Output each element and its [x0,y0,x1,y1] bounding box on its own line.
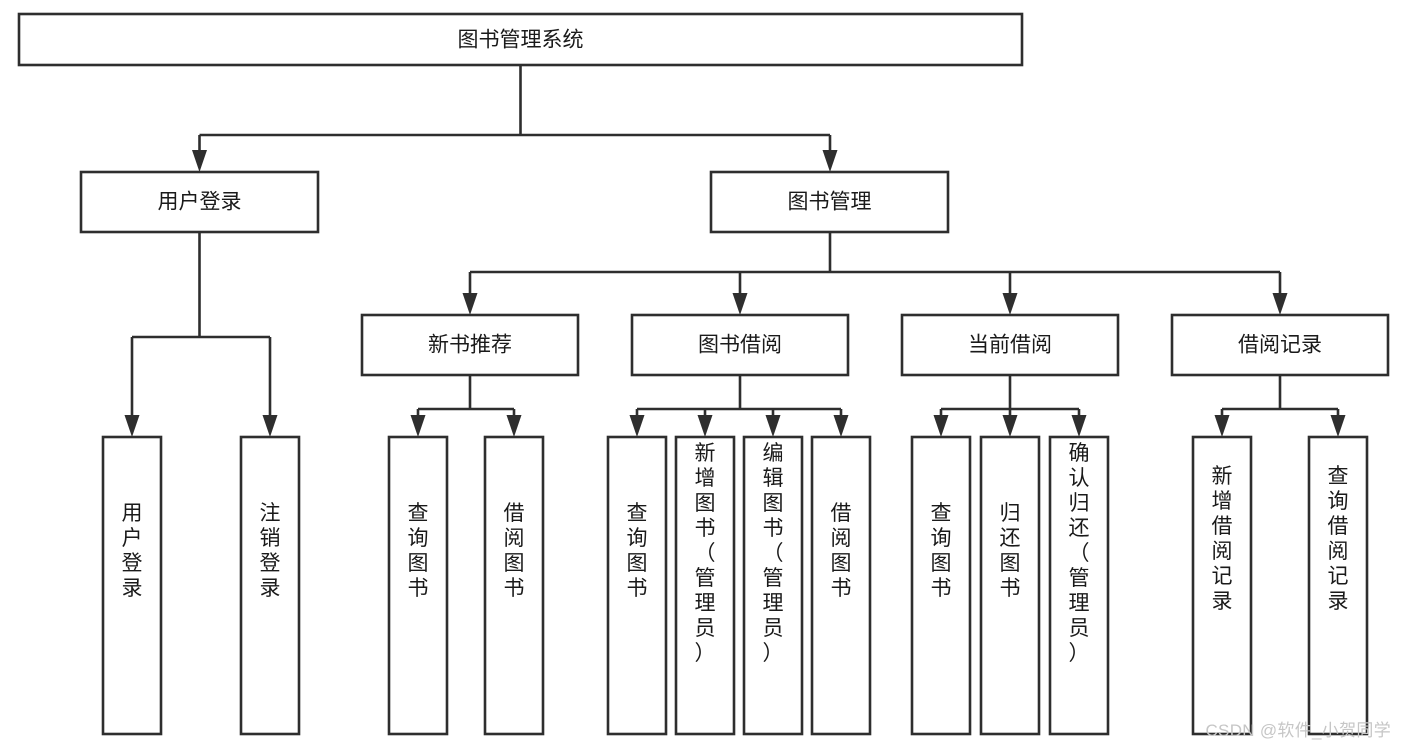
arrow-to-book-borrow [732,293,748,315]
leaf-user-login-label: 用户登录 [122,502,143,600]
arrow-to-borrow-record [1272,293,1288,315]
node-leaf-confirm-return[interactable]: 确认归还（管理员） [1048,435,1110,736]
leaf-borrow-book-1-box[interactable] [483,435,545,736]
arrow-to-current-borrow [1002,293,1018,315]
node-leaf-borrow-book-1[interactable]: 借阅图书 [483,435,545,736]
arrow-leaf-borrow-book-2 [833,415,849,437]
arrow-leaf-user-login [124,415,140,437]
leaf-confirm-return-box[interactable] [1048,435,1110,736]
leaf-query-book-1-box[interactable] [387,435,449,736]
arrow-leaf-confirm-return [1071,415,1087,437]
leaf-edit-book-box[interactable] [742,435,804,736]
leaf-add-book-box[interactable] [674,435,736,736]
new-book-recommend-box[interactable] [360,313,580,377]
leaf-borrow-book-2-box[interactable] [810,435,872,736]
node-leaf-add-book[interactable]: 新增图书（管理员） [674,435,736,736]
leaf-return-book-label: 归还图书 [1000,502,1021,600]
leaf-edit-book-label: 编辑图书（管理员） [763,442,784,665]
leaf-query-book-3-label: 查询图书 [931,502,952,600]
leaf-add-record-label: 新增借阅记录 [1212,465,1233,613]
arrow-leaf-logout-login [262,415,278,437]
node-leaf-query-record[interactable]: 查询借阅记录 [1307,435,1369,736]
arrow-leaf-query-book-3 [933,415,949,437]
leaf-confirm-return-label: 确认归还（管理员） [1069,442,1090,665]
node-current-borrow[interactable]: 当前借阅 [900,313,1120,377]
node-leaf-logout-login[interactable]: 注销登录 [239,435,301,736]
arrow-leaf-query-book-1 [410,415,426,437]
book-management-box[interactable] [709,170,950,234]
csdn-watermark: CSDN @软件_小贺同学 [1205,721,1391,740]
leaf-add-book-label: 新增图书（管理员） [695,442,716,665]
leaf-logout-login-label: 注销登录 [260,502,281,600]
arrow-leaf-query-record [1330,415,1346,437]
leaf-add-record-box[interactable] [1191,435,1253,736]
node-leaf-user-login[interactable]: 用户登录 [101,435,163,736]
arrow-leaf-borrow-book-1 [506,415,522,437]
node-leaf-query-book-1[interactable]: 查询图书 [387,435,449,736]
arrow-leaf-query-book-2 [629,415,645,437]
leaf-user-login-box[interactable] [101,435,163,736]
leaf-query-book-3-box[interactable] [910,435,972,736]
current-borrow-label: 当前借阅 [968,334,1052,357]
node-leaf-borrow-book-2[interactable]: 借阅图书 [810,435,872,736]
leaf-query-book-2-box[interactable] [606,435,668,736]
node-leaf-query-book-2[interactable]: 查询图书 [606,435,668,736]
book-borrow-box[interactable] [630,313,850,377]
node-user-login[interactable]: 用户登录 [79,170,320,234]
node-book-borrow[interactable]: 图书借阅 [630,313,850,377]
node-leaf-add-record[interactable]: 新增借阅记录 [1191,435,1253,736]
arrow-leaf-add-record [1214,415,1230,437]
leaf-logout-login-box[interactable] [239,435,301,736]
node-book-management[interactable]: 图书管理 [709,170,950,234]
arrow-leaf-edit-book [765,415,781,437]
user-login-label: 用户登录 [158,191,242,214]
node-leaf-query-book-3[interactable]: 查询图书 [910,435,972,736]
user-login-box[interactable] [79,170,320,234]
leaf-borrow-book-2-label: 借阅图书 [831,502,852,600]
leaf-query-record-label: 查询借阅记录 [1328,465,1349,613]
arrow-leaf-add-book [697,415,713,437]
leaf-query-book-1-label: 查询图书 [408,502,429,600]
root-system-box[interactable] [17,12,1024,67]
arrow-to-user-login [192,150,207,172]
node-borrow-record[interactable]: 借阅记录 [1170,313,1390,377]
book-borrow-label: 图书借阅 [698,334,782,357]
arrow-leaf-return-book [1002,415,1018,437]
leaf-query-book-2-label: 查询图书 [627,502,648,600]
book-management-label: 图书管理 [788,191,872,214]
new-book-recommend-label: 新书推荐 [428,334,512,357]
leaf-return-book-box[interactable] [979,435,1041,736]
arrow-to-new-book-recommend [462,293,478,315]
node-leaf-return-book[interactable]: 归还图书 [979,435,1041,736]
leaf-query-record-box[interactable] [1307,435,1369,736]
node-leaf-edit-book[interactable]: 编辑图书（管理员） [742,435,804,736]
borrow-record-label: 借阅记录 [1238,334,1322,357]
borrow-record-box[interactable] [1170,313,1390,377]
current-borrow-box[interactable] [900,313,1120,377]
root-system-label: 图书管理系统 [458,29,584,52]
leaf-borrow-book-1-label: 借阅图书 [504,502,525,600]
connector-layer [124,65,1346,437]
arrow-to-book-management [822,150,838,172]
node-root-system[interactable]: 图书管理系统 [17,12,1024,67]
node-new-book-recommend[interactable]: 新书推荐 [360,313,580,377]
